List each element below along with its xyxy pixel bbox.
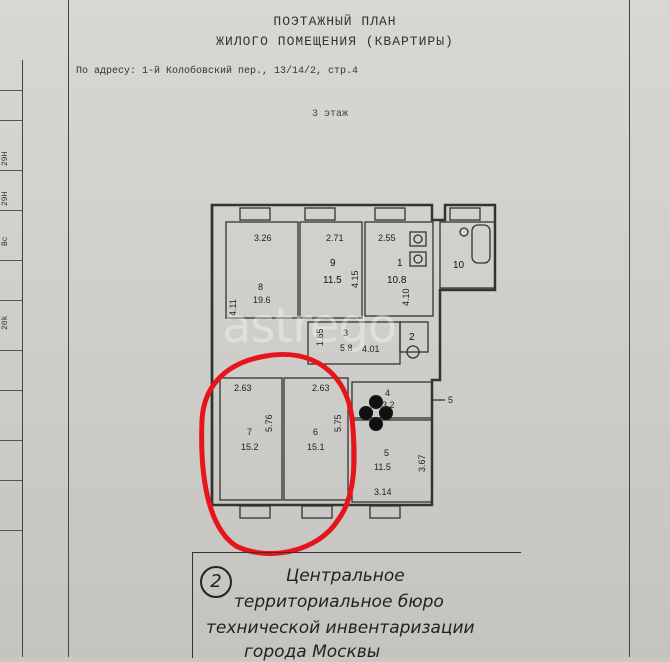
room-5-outer-number: 5 — [448, 395, 453, 405]
room-7-number: 7 — [247, 427, 252, 437]
room-1-dim2: 4.10 — [401, 288, 411, 306]
room-6-number: 6 — [313, 427, 318, 437]
stamp-line-3: технической инвентаризации — [206, 618, 475, 638]
stamp-line-1: Центральное — [286, 566, 405, 586]
plan-title: ПОЭТАЖНЫЙ ПЛАН — [273, 14, 397, 29]
adjacent-sheet-edge: 29H 29H Bc 20k — [0, 60, 23, 657]
room-3-number: 3 — [343, 328, 348, 338]
room-9-dim: 2.71 — [326, 233, 344, 243]
room-9-area: 11.5 — [323, 275, 342, 286]
room-3-dim2: 4.01 — [362, 344, 380, 354]
plan-subtitle: ЖИЛОГО ПОМЕЩЕНИЯ (КВАРТИРЫ) — [216, 34, 454, 49]
room-6-dim: 2.63 — [312, 383, 330, 393]
address-line: По адресу: 1-й Колобовский пер., 13/14/2… — [76, 66, 359, 77]
stamp-line-2: территориальное бюро — [234, 592, 444, 612]
room-5-dim2: 3.67 — [417, 454, 427, 472]
room-1-dim: 2.55 — [378, 233, 396, 243]
room-1-area: 10.8 — [387, 275, 407, 286]
room-9-dim2: 4.15 — [350, 270, 360, 288]
room-7-dim2: 5.76 — [264, 414, 274, 432]
highlight-outline — [199, 352, 357, 556]
room-8-dim: 3.26 — [254, 233, 272, 243]
cross-mark-icon — [359, 395, 393, 431]
room-3-area: 5.8 — [340, 343, 353, 353]
room-6-dim2: 5.75 — [333, 414, 343, 432]
room-6-area: 15.1 — [307, 442, 325, 452]
room-2-number: 2 — [409, 332, 415, 343]
room-4-area: 3.2 — [382, 400, 395, 410]
room-8-area: 19.6 — [253, 295, 271, 305]
document-frame — [68, 0, 630, 657]
stamp-number: 2 — [200, 566, 232, 598]
watermark: astrego — [222, 298, 397, 354]
room-7-dim: 2.63 — [234, 383, 252, 393]
room-5-number: 5 — [384, 448, 389, 458]
room-7-area: 15.2 — [241, 442, 259, 452]
room-5-area: 11.5 — [374, 462, 391, 472]
room-9-number: 9 — [330, 258, 336, 269]
room-1-number: 1 — [397, 258, 403, 269]
room-4-number: 4 — [385, 388, 390, 398]
room-5-dim: 3.14 — [374, 487, 392, 497]
room-8-dim2: 4.11 — [228, 299, 238, 316]
room-10-number: 10 — [453, 260, 465, 271]
floor-label: 3 этаж — [312, 109, 349, 120]
room-8-number: 8 — [258, 282, 263, 292]
stamp-line-4: города Москвы — [244, 642, 381, 662]
bti-stamp — [192, 552, 521, 658]
room-3-dim: 1.65 — [315, 328, 325, 346]
